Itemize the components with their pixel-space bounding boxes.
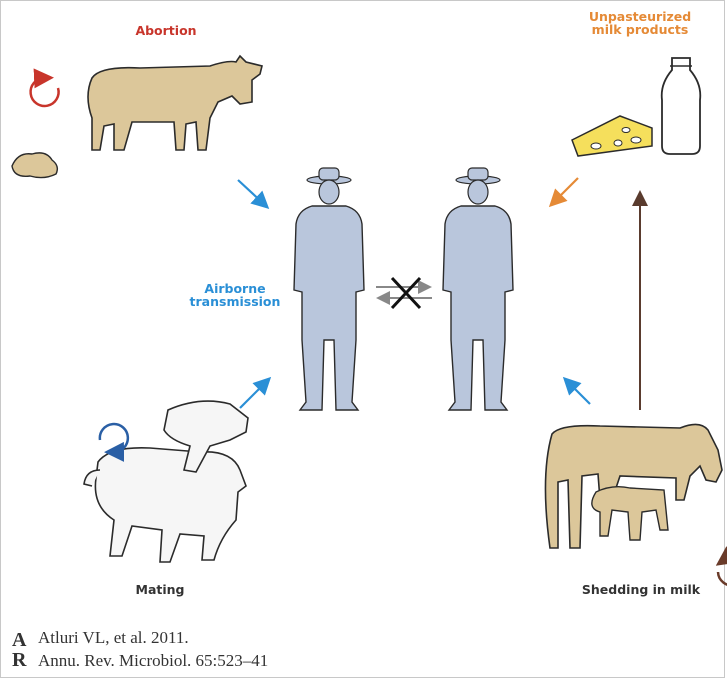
label-abortion: Abortion bbox=[116, 24, 216, 37]
label-shedding: Shedding in milk bbox=[566, 583, 716, 596]
arrow-milkcow-to-human bbox=[566, 380, 590, 404]
cycle-arrow-blue-icon bbox=[100, 424, 128, 452]
label-unpasteurized: Unpasteurized milk products bbox=[568, 10, 712, 36]
cow-abortion-illustration bbox=[88, 56, 262, 150]
arrow-cow-to-human bbox=[238, 180, 266, 206]
milk-bottle-illustration bbox=[662, 58, 701, 154]
human-to-human-blocked-icon bbox=[376, 278, 432, 308]
cheese-illustration bbox=[572, 116, 652, 156]
human-figure-left bbox=[294, 168, 364, 410]
citation-line2: Annu. Rev. Microbiol. 65:523–41 bbox=[38, 649, 268, 672]
label-airborne-line2: transmission bbox=[180, 295, 290, 308]
cycle-arrow-red-icon bbox=[31, 78, 59, 106]
arrow-dairy-to-human bbox=[552, 178, 578, 204]
annual-reviews-logo-icon: A R bbox=[10, 630, 32, 672]
aborted-calf-illustration bbox=[12, 153, 57, 178]
cycle-arrow-brown-icon bbox=[718, 557, 727, 585]
human-figure-right bbox=[443, 168, 513, 410]
calf-nursing-illustration bbox=[592, 487, 668, 540]
label-airborne: Airborne transmission bbox=[180, 282, 290, 308]
label-unpasteurized-line2: milk products bbox=[568, 23, 712, 36]
arrow-pig-to-human bbox=[240, 380, 268, 408]
citation-line1: Atluri VL, et al. 2011. bbox=[38, 626, 268, 649]
label-mating: Mating bbox=[120, 583, 200, 596]
citation: A R Atluri VL, et al. 2011. Annu. Rev. M… bbox=[10, 626, 268, 672]
